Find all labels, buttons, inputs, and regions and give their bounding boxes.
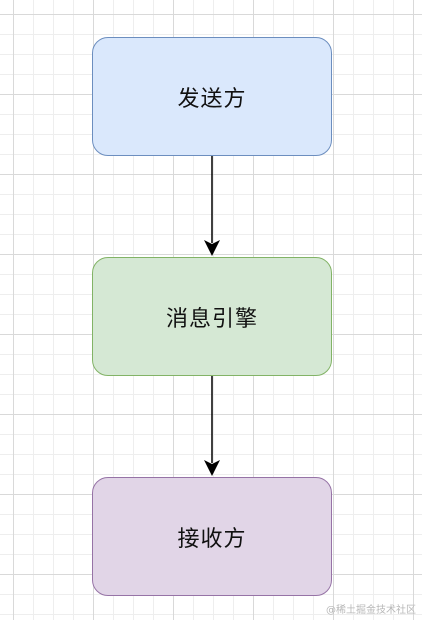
node-receiver-label: 接收方 [177,526,247,552]
node-message-engine[interactable]: 消息引擎 [92,257,332,376]
arrowhead-engine-to-receiver [204,460,220,476]
edge-sender-to-engine [204,156,220,256]
node-sender-label: 发送方 [177,86,247,112]
arrowhead-sender-to-engine [204,240,220,256]
edge-engine-to-receiver [204,376,220,476]
watermark-text: @稀土掘金技术社区 [326,605,416,616]
node-sender[interactable]: 发送方 [92,37,332,156]
node-receiver[interactable]: 接收方 [92,477,332,596]
node-message-engine-label: 消息引擎 [165,306,258,332]
